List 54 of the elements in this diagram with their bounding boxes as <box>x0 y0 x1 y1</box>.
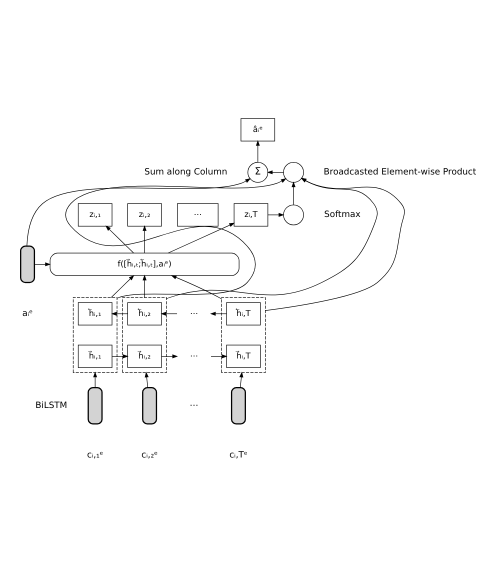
node-box: h⃗ᵢ,₁ <box>78 344 112 368</box>
arrow <box>26 178 251 246</box>
arrow <box>112 354 129 358</box>
node-text: ⋯ <box>190 308 198 318</box>
node-box: h⃖ᵢ,₂ <box>127 302 162 326</box>
arrow <box>210 354 228 358</box>
node-label: cᵢ,Tᵉ <box>229 450 248 461</box>
node-box: h⃖ᵢ,T <box>226 302 261 326</box>
arrow <box>256 140 260 162</box>
arrow <box>168 222 235 254</box>
arrow <box>161 354 178 358</box>
arrow <box>93 372 98 388</box>
node-bar <box>20 246 36 284</box>
node-circle <box>283 204 304 226</box>
node-box: âᵢᵉ <box>240 118 276 142</box>
node-label: aᵢᵉ <box>22 309 33 320</box>
node-circle <box>283 162 304 183</box>
arrow <box>142 274 147 298</box>
label: BiLSTM <box>35 401 68 412</box>
node-text: ⋯ <box>190 350 198 360</box>
arrow <box>166 178 378 300</box>
node-box: zᵢ,₂ <box>127 203 162 226</box>
node-box: ⋯ <box>177 203 218 226</box>
arrow <box>265 178 405 311</box>
arrow <box>160 312 178 316</box>
node-label: cᵢ,₁ᵉ <box>86 450 104 461</box>
node-box: f([h⃗ᵢ,ₜ;h⃖ᵢ,ₜ],aᵢᵉ) <box>50 252 240 276</box>
node-circle: Σ <box>248 162 268 183</box>
node-box: h⃗ᵢ,₂ <box>127 344 162 368</box>
node-label: Softmax <box>324 210 361 220</box>
arrow <box>170 275 222 300</box>
node-label: Broadcasted Element-wise Product <box>324 168 476 178</box>
arrow <box>105 226 134 254</box>
node-label: Sum along Column <box>144 168 228 178</box>
node-box: h⃖ᵢ,₁ <box>78 302 112 326</box>
node-label: cᵢ,₂ᵉ <box>141 450 158 461</box>
node-bar <box>88 387 103 425</box>
arrow <box>268 212 284 217</box>
node-box: h⃗ᵢ,T <box>226 344 261 368</box>
node-box: zᵢ,₁ <box>78 203 112 226</box>
node-box: zᵢ,T <box>234 203 268 226</box>
arrow <box>292 182 296 205</box>
arrow <box>239 372 244 388</box>
node-bar <box>142 387 158 425</box>
arrow <box>210 312 227 316</box>
arrow <box>110 274 134 298</box>
arrow <box>266 170 284 174</box>
arrow <box>144 372 149 388</box>
arrow <box>65 178 287 299</box>
arrow <box>34 262 51 266</box>
arrow <box>111 312 128 316</box>
arrow <box>142 225 147 254</box>
node-bar <box>230 387 246 425</box>
label: ⋯ <box>190 401 198 412</box>
